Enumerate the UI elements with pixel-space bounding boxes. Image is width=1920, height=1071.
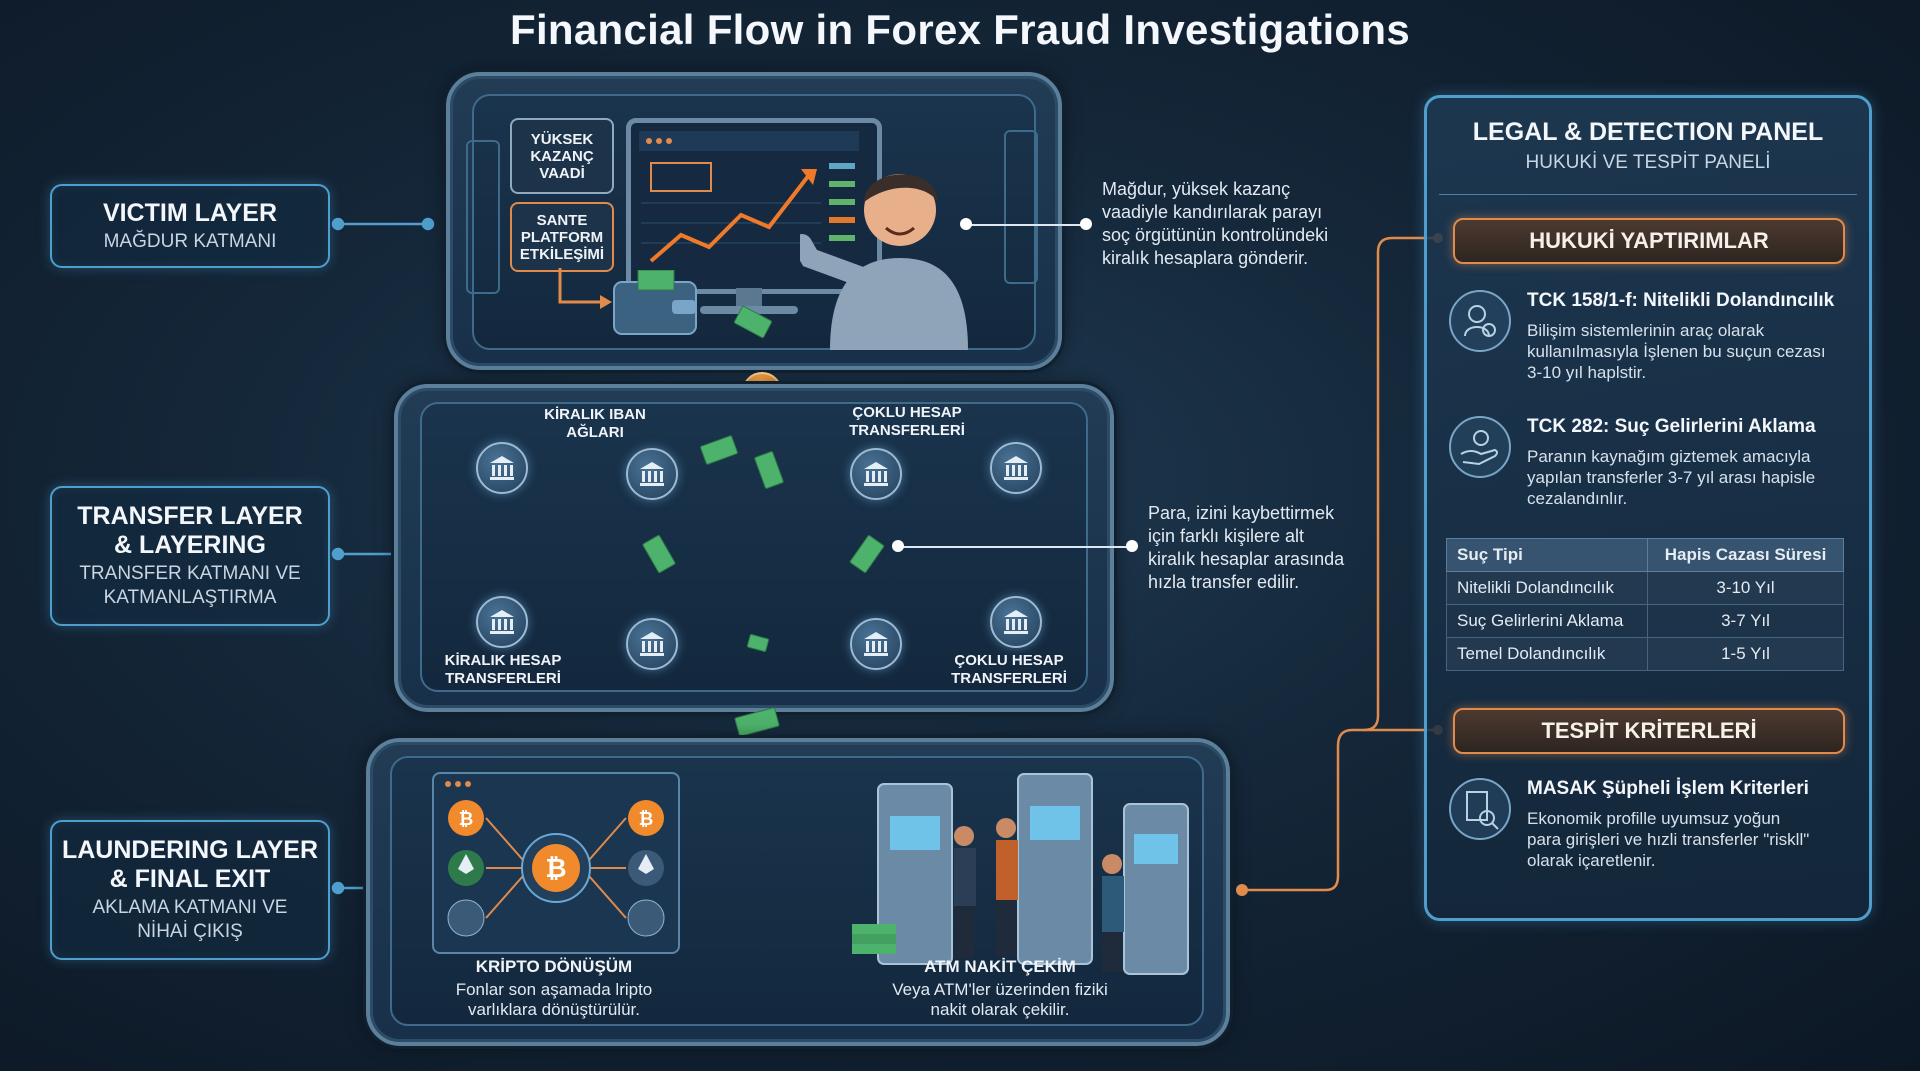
tck-282-body: Paranın kaynağım giztemek amacıyla yapıl… (1527, 447, 1816, 508)
bank-icon (850, 618, 902, 670)
atm-cash-withdrawal-title: ATM NAKİT ÇEKİM (924, 957, 1076, 976)
tck-158-body: Bilişim sistemlerinin araç olarak kullan… (1527, 321, 1826, 382)
penalty-table: Suç Tipi Hapis Cazası Süresi Nitelikli D… (1445, 538, 1844, 671)
person-badge-icon (1449, 290, 1511, 352)
victim-description: Mağdur, yüksek kazanç vaadiyle kandırıla… (1102, 179, 1329, 268)
table-cell-crime: Suç Gelirlerini Aklama (1445, 604, 1649, 638)
transfer-layer-subtitle: TRANSFER KATMANI VE KATMANLAŞTIRMA (79, 563, 301, 608)
victim-layer-title: VICTIM LAYER (102, 198, 278, 227)
crypto-exchange-panel: ₿ ₿ ₿ (432, 772, 680, 954)
page-title: Financial Flow in Forex Fraud Investigat… (510, 6, 1410, 53)
rental-account-transfers-label: KİRALIK HESAP TRANSFERLERİ (444, 652, 562, 687)
monitor-stand (736, 288, 762, 310)
table-row: Suç Gelirlerini Aklama 3-7 Yıl (1445, 604, 1844, 638)
panel-orange-connector (1236, 233, 1443, 896)
transfer-description: Para, izini kaybettirmek için farklı kiş… (1148, 503, 1345, 592)
transfer-layer-title: TRANSFER LAYER & LAYERING (77, 502, 303, 559)
laundering-layer-label: LAUNDERING LAYER & FINAL EXIT AKLAMA KAT… (50, 820, 330, 960)
legal-sanctions-header: HUKUKİ YAPTIRIMLAR (1453, 218, 1845, 264)
transfer-connector-dot-start (892, 540, 904, 552)
table-cell-sentence: 3-10 Yıl (1647, 571, 1844, 605)
bank-icon (476, 442, 528, 494)
panel-subtitle: HUKUKİ VE TESPİT PANELİ (1525, 152, 1771, 173)
wallet-icon (613, 270, 697, 335)
bank-icon (626, 618, 678, 670)
victim-desc-connector (966, 224, 1086, 226)
tag-arrow (558, 268, 612, 309)
svg-text:₿: ₿ (545, 854, 566, 884)
multi-account-transfers-label-bottom: ÇOKLU HESAP TRANSFERLERİ (951, 652, 1067, 687)
masak-criteria-body: Ekonomik profille uyumsuz yoğun para gir… (1527, 809, 1810, 870)
bank-icon (476, 596, 528, 648)
detection-criteria-header: TESPİT KRİTERLERİ (1453, 708, 1845, 754)
victim-layer-subtitle: MAĞDUR KATMANI (103, 230, 277, 252)
table-header-row: Suç Tipi Hapis Cazası Süresi (1445, 538, 1844, 572)
bank-icon (626, 448, 678, 500)
platform-interaction-tag: SANTE PLATFORM ETKİLEŞİMİ (510, 202, 614, 272)
hand-coin-icon (1449, 416, 1511, 478)
high-return-promise-tag: YÜKSEK KAZANÇ VAADİ (510, 118, 614, 194)
crypto-network-icon: ₿ ₿ ₿ (445, 781, 665, 937)
table-row: Nitelikli Dolandıncılık 3-10 Yıl (1445, 571, 1844, 605)
panel-title: LEGAL & DETECTION PANEL (1472, 118, 1824, 146)
table-cell-crime: Temel Dolandıncılık (1445, 637, 1649, 671)
victim-person-icon (800, 174, 968, 350)
table-header-crime-type: Suç Tipi (1445, 538, 1649, 572)
side-panel-decor-left (466, 140, 500, 294)
victim-layer-label: VICTIM LAYER MAĞDUR KATMANI (50, 184, 330, 268)
victim-connector-dot-end (1080, 218, 1092, 230)
table-header-sentence: Hapis Cazası Süresi (1647, 538, 1844, 572)
crypto-conversion-title: KRİPTO DÖNÜŞÜM (475, 957, 633, 976)
table-row: Temel Dolandıncılık 1-5 Yıl (1445, 637, 1844, 671)
atm-machines-icon (852, 773, 1189, 975)
document-search-icon (1449, 778, 1511, 840)
bank-icon (990, 596, 1042, 648)
crypto-conversion-description: Fonlar son aşamada lripto varlıklara dön… (455, 980, 653, 1019)
multi-account-transfers-label-top: ÇOKLU HESAP TRANSFERLERİ (849, 404, 965, 439)
tck-282-title: TCK 282: Suç Gelirlerini Aklama (1527, 416, 1816, 437)
bank-icon (990, 442, 1042, 494)
transfer-connector-dot-end (1126, 540, 1138, 552)
masak-criteria-title: MASAK Şüpheli İşlem Kriterleri (1527, 778, 1809, 799)
transfer-desc-connector (898, 546, 1132, 548)
transfer-frame (394, 384, 1114, 712)
svg-text:₿: ₿ (459, 809, 474, 830)
bank-icon (850, 448, 902, 500)
table-cell-sentence: 3-7 Yıl (1647, 604, 1844, 638)
rental-iban-networks-label: KİRALIK IBAN AĞLARI (544, 406, 646, 441)
svg-text:₿: ₿ (639, 809, 654, 830)
transfer-layer-label: TRANSFER LAYER & LAYERING TRANSFER KATMA… (50, 486, 330, 626)
legal-detection-panel: LEGAL & DETECTION PANEL HUKUKİ VE TESPİT… (1424, 95, 1872, 921)
victim-connector-dot-start (960, 218, 972, 230)
panel-divider (1439, 194, 1857, 195)
laundering-layer-title: LAUNDERING LAYER & FINAL EXIT (61, 836, 319, 893)
side-panel-decor-right (1004, 130, 1038, 284)
table-cell-crime: Nitelikli Dolandıncılık (1445, 571, 1649, 605)
laundering-layer-subtitle: AKLAMA KATMANI VE NİHAİ ÇIKIŞ (92, 897, 288, 942)
tck-158-title: TCK 158/1-f: Nitelikli Dolandıncılık (1527, 290, 1835, 311)
atm-cash-withdrawal-description: Veya ATM'ler üzerinden fiziki nakit olar… (892, 980, 1108, 1019)
table-cell-sentence: 1-5 Yıl (1647, 637, 1844, 671)
rising-chart-icon (639, 131, 859, 263)
